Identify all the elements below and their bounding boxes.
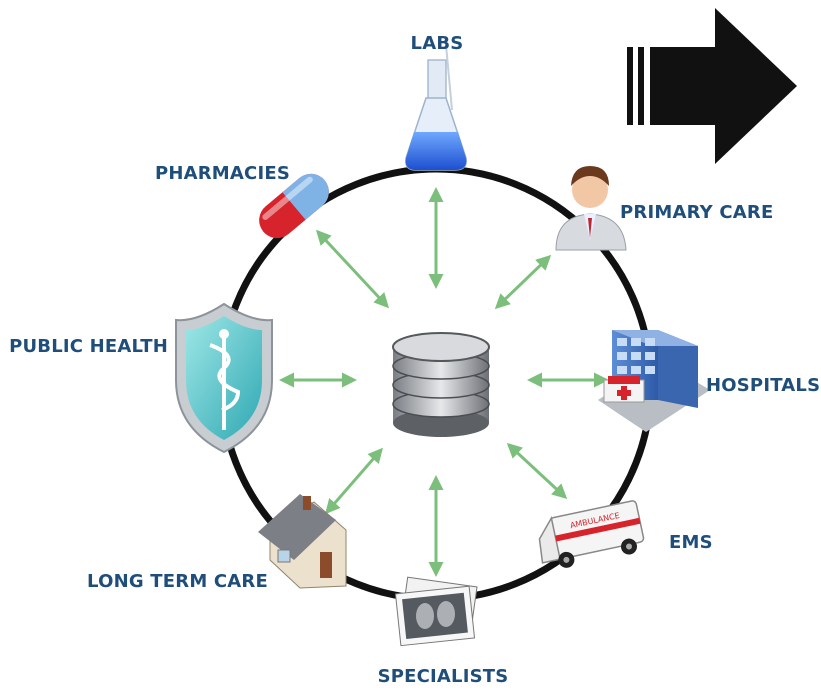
node-label-ems: EMS <box>669 532 713 553</box>
doctor-icon <box>555 166 627 251</box>
connector-pharmacies <box>315 229 390 309</box>
node-label-public-health: PUBLIC HEALTH <box>9 336 168 357</box>
connector-ems <box>506 442 568 500</box>
node-label-specialists: SPECIALISTS <box>378 666 509 687</box>
node-label-pharmacies: PHARMACIES <box>155 163 290 184</box>
pill-capsule-icon <box>259 173 329 239</box>
house-icon <box>258 494 350 589</box>
hospital-building-icon <box>598 330 710 432</box>
connector-long-term-care <box>325 447 383 515</box>
shield-caduceus-icon <box>175 302 273 454</box>
node-label-hospitals: HOSPITALS <box>706 375 820 396</box>
connectors <box>279 187 609 577</box>
node-label-long-term-care: LONG TERM CARE <box>87 571 268 592</box>
big-right-arrow-icon <box>627 8 797 164</box>
ambulance-icon: AMBULANCE <box>538 500 645 568</box>
lab-flask-icon <box>404 44 468 171</box>
connector-primary-care <box>494 254 552 310</box>
node-label-labs: LABS <box>411 33 464 54</box>
database-icon <box>392 332 490 437</box>
xray-films-icon <box>394 576 478 647</box>
node-label-primary-care: PRIMARY CARE <box>620 202 773 223</box>
